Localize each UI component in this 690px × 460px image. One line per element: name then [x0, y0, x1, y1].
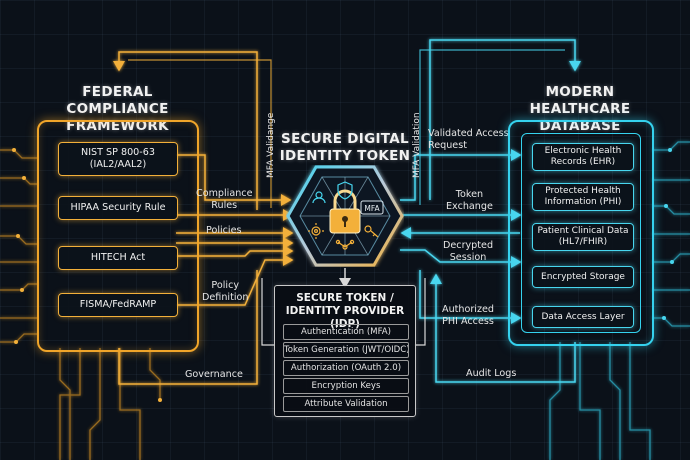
- label-governance: Governance: [185, 369, 243, 380]
- label-mfa-validation: MFA Validation: [412, 112, 422, 178]
- key-icon: [364, 225, 379, 238]
- idp-item-authentication[interactable]: Authentication (MFA): [283, 324, 409, 340]
- gear-icon: [308, 223, 324, 239]
- identity-token-hex[interactable]: MFA: [286, 165, 404, 267]
- label-policies: Policies: [206, 225, 242, 236]
- mfa-loop-right: [429, 39, 581, 200]
- network-icon: [335, 239, 355, 250]
- right-circuit-traces: [549, 141, 690, 460]
- idp-item-encryption-keys[interactable]: Encryption Keys: [283, 378, 409, 394]
- shield-icon: [337, 181, 353, 200]
- mfa-badge: MFA: [360, 200, 384, 215]
- db-item-clinical-data[interactable]: Patient Clinical Data(HL7/FHIR): [532, 223, 634, 251]
- compliance-item-hipaa[interactable]: HIPAA Security Rule: [58, 196, 178, 220]
- idp-item-token-generation[interactable]: Token Generation (JWT/OIDC): [283, 342, 409, 358]
- mfa-loop-left: [113, 51, 258, 210]
- padlock-icon: [329, 189, 361, 234]
- compliance-item-hitech[interactable]: HITECH Act: [58, 246, 178, 270]
- label-audit-logs: Audit Logs: [466, 368, 517, 379]
- left-circuit-traces: [0, 149, 161, 460]
- right-trace-nodes: [662, 148, 674, 320]
- label-mfa-validange: MFA Validange: [266, 112, 276, 178]
- database-inner-frame: [521, 133, 641, 333]
- right-flow-arrows: [400, 149, 576, 383]
- idp-panel: [274, 285, 416, 417]
- user-icon: [312, 191, 326, 204]
- left-trace-nodes: [12, 148, 162, 402]
- database-panel: [508, 120, 654, 346]
- compliance-item-fisma[interactable]: FISMA/FedRAMP: [58, 293, 178, 317]
- compliance-item-nist[interactable]: NIST SP 800-63(IAL2/AAL2): [58, 142, 178, 176]
- db-item-data-access-layer[interactable]: Data Access Layer: [532, 306, 634, 328]
- compliance-panel: [37, 120, 199, 352]
- svg-text:MFA: MFA: [364, 204, 380, 213]
- idp-item-authorization[interactable]: Authorization (OAuth 2.0): [283, 360, 409, 376]
- db-item-encrypted-storage[interactable]: Encrypted Storage: [532, 266, 634, 288]
- left-flow-arrows: [118, 154, 294, 385]
- idp-item-attribute-validation[interactable]: Attribute Validation: [283, 396, 409, 412]
- idp-title: SECURE TOKEN /IDENTITY PROVIDER (IDP): [285, 292, 405, 330]
